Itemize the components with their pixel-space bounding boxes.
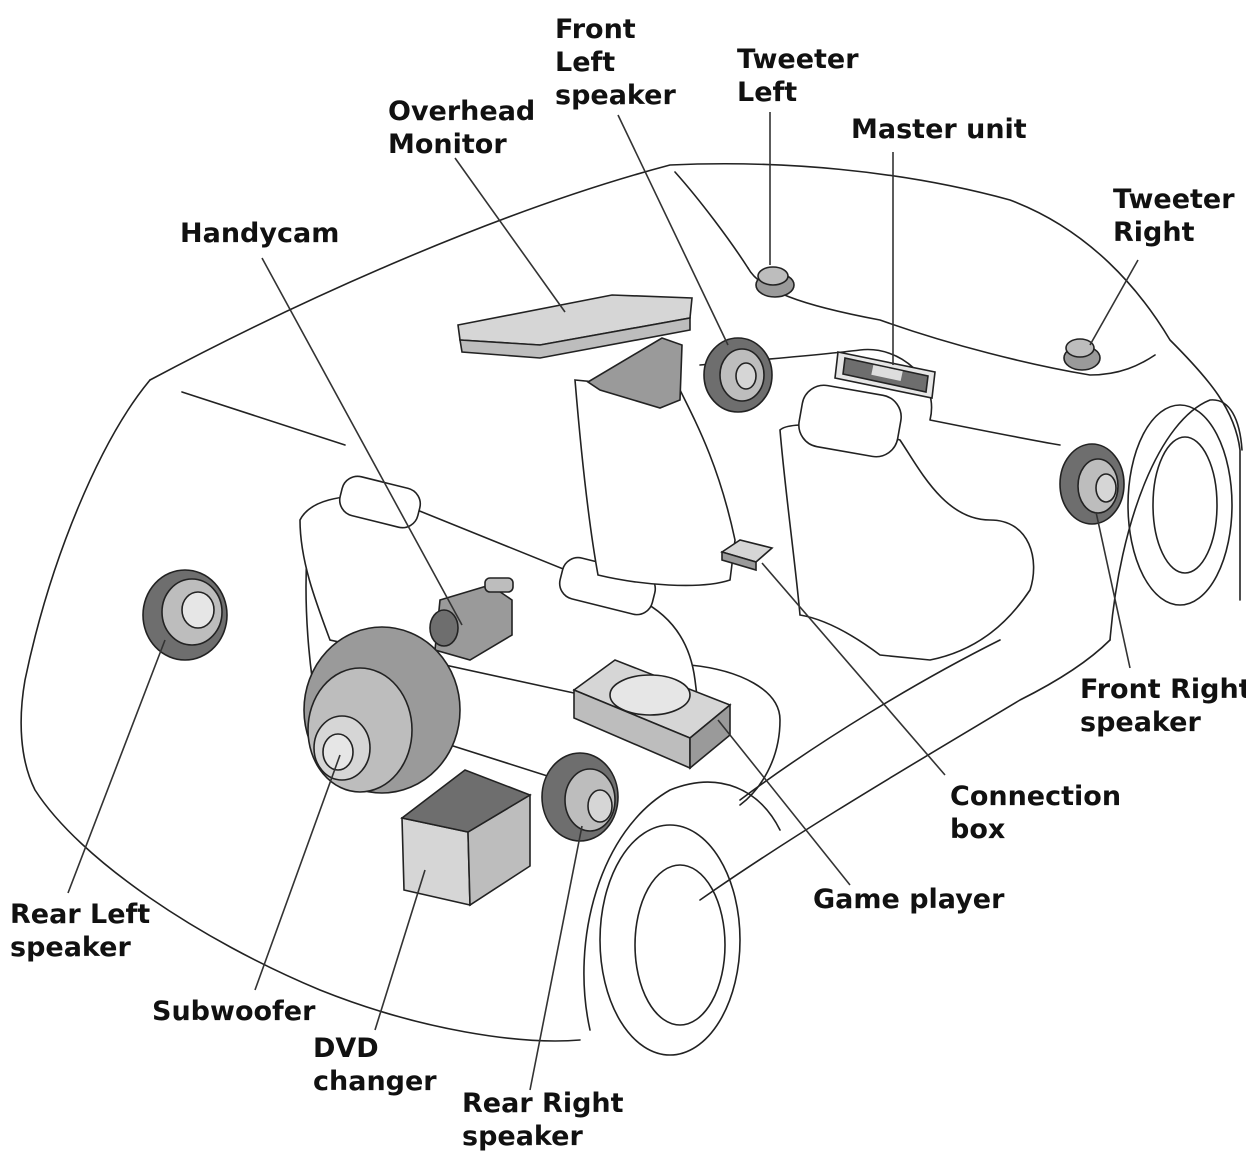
game-player-lid [609, 674, 691, 716]
labels: Front Left speaker Tweeter Left Overhead… [10, 14, 1246, 1152]
rear-left-speaker-cap [181, 591, 215, 629]
tweeter-right-dome [1065, 338, 1095, 358]
overhead-monitor [457, 294, 693, 409]
leader-connection-box [761, 562, 946, 776]
rear-wheel [599, 824, 741, 1056]
windshield-top [674, 171, 749, 269]
front-right-seat [779, 424, 1035, 661]
tweeter-left-dome [757, 266, 789, 286]
car-bottom-right [699, 639, 1111, 901]
car-sill [739, 639, 1001, 801]
connection-box-unit [720, 539, 774, 572]
label-connection-box: Connection box [950, 781, 1130, 845]
front-right-speaker-unit [1059, 443, 1125, 525]
front-left-speaker-unit [703, 337, 773, 413]
dvd-changer-top [400, 769, 532, 833]
overhead-monitor-top [457, 294, 693, 346]
label-rear-left-speaker: Rear Left speaker [10, 899, 160, 963]
subwoofer-unit [303, 626, 461, 794]
tweeter-right [1063, 338, 1101, 371]
leader-rear-left-speaker [67, 639, 166, 894]
dvd-changer-unit [400, 769, 532, 907]
front-right-speaker-cap [1095, 473, 1117, 503]
leader-handycam [261, 257, 463, 626]
handycam-lens [429, 609, 459, 647]
label-handycam: Handycam [180, 218, 339, 249]
label-subwoofer: Subwoofer [152, 996, 316, 1027]
overhead-monitor-edge [459, 317, 691, 359]
car-body [20, 162, 1243, 1056]
leader-overhead-monitor [454, 157, 566, 313]
label-overhead-monitor: Overhead Monitor [388, 96, 545, 160]
car-roof-outline [149, 162, 1241, 601]
label-master-unit: Master unit [851, 114, 1027, 145]
leader-front-left-speaker [617, 114, 729, 346]
label-game-player: Game player [813, 884, 1005, 915]
label-tweeter-right: Tweeter Right [1113, 184, 1244, 248]
leader-dvd-changer [374, 869, 426, 1031]
front-left-seat [574, 379, 736, 587]
car-left-side [20, 379, 581, 1042]
rear-right-speaker-unit [541, 752, 619, 842]
rear-right-speaker-cap [587, 789, 613, 823]
rear-wheel-arch [583, 781, 781, 1031]
subwoofer-cap [322, 733, 354, 771]
leader-front-right-speaker [1095, 511, 1131, 669]
leader-tweeter-right [1089, 259, 1139, 346]
rear-wheel-hub [634, 864, 726, 1026]
handycam-unit [429, 577, 514, 661]
leader-subwoofer [254, 754, 341, 991]
front-wheel [1127, 404, 1233, 606]
cargo-floor [689, 664, 781, 806]
master-unit [834, 351, 936, 399]
label-front-left-speaker: Front Left speaker [555, 14, 676, 111]
leader-game-player [717, 719, 851, 886]
front-right-headrest [798, 384, 902, 458]
leader-rear-right-speaker [529, 825, 583, 1091]
leader-lines [67, 112, 1139, 1091]
dashboard [699, 348, 1061, 446]
label-tweeter-left: Tweeter Left [737, 44, 868, 108]
front-left-speaker-cap [735, 362, 757, 390]
overhead-monitor-screen [586, 337, 683, 409]
label-front-right-speaker: Front Right speaker [1080, 674, 1246, 738]
label-rear-right-speaker: Rear Right speaker [462, 1088, 633, 1152]
rear-left-speaker-unit [142, 569, 228, 661]
label-dvd-changer: DVD changer [313, 1033, 437, 1097]
master-unit-display [871, 364, 903, 382]
handycam-viewfinder [484, 577, 514, 593]
front-wheel-arch [1109, 399, 1243, 641]
game-player-unit [572, 659, 732, 770]
front-wheel-hub [1152, 436, 1218, 574]
rear-hatch-line [181, 391, 346, 446]
connection-box-side [721, 550, 757, 572]
tweeter-left [755, 266, 795, 298]
